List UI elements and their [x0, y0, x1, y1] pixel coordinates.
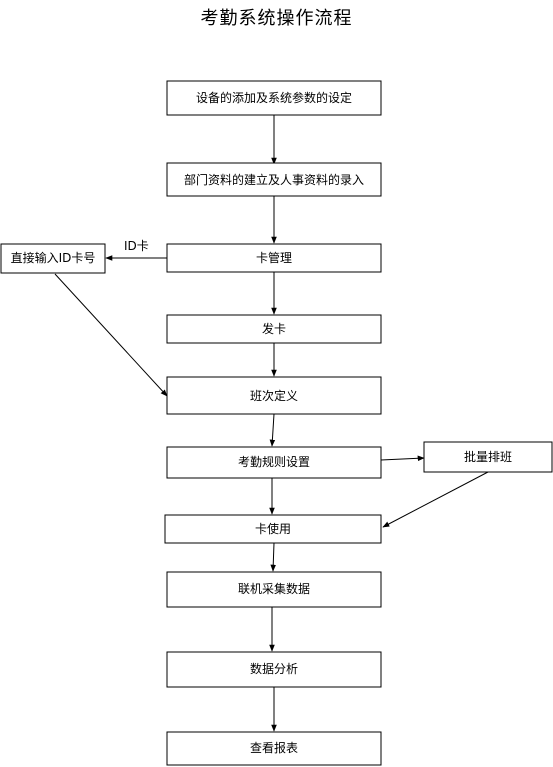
node-card-usage: 卡使用: [164, 514, 382, 544]
edge-label-id-card: ID卡: [124, 239, 149, 253]
edge-card-usage-to-collect: [270, 542, 277, 572]
edge-batch-to-card-usage: [382, 471, 489, 528]
diagram-title: 考勤系统操作流程: [200, 8, 353, 29]
edges: [54, 115, 489, 732]
node-department-setup-label: 部门资料的建立及人事资料的录入: [184, 172, 364, 187]
node-view-reports: 查看报表: [166, 731, 382, 766]
node-issue-card-label: 发卡: [262, 321, 286, 336]
node-device-setup-label: 设备的添加及系统参数的设定: [196, 90, 352, 105]
node-data-analysis-label: 数据分析: [250, 661, 298, 676]
node-card-usage-label: 卡使用: [255, 521, 291, 536]
node-attendance-rules: 考勤规则设置: [166, 446, 382, 479]
node-department-setup: 部门资料的建立及人事资料的录入: [166, 162, 382, 197]
node-view-reports-label: 查看报表: [250, 740, 298, 755]
node-shift-definition-label: 班次定义: [250, 388, 298, 403]
edge-shift-to-rules: [269, 413, 276, 447]
node-data-analysis: 数据分析: [166, 651, 382, 688]
node-shift-definition: 班次定义: [166, 376, 382, 415]
node-card-management: 卡管理: [166, 243, 382, 273]
node-card-management-label: 卡管理: [256, 250, 292, 265]
node-online-collect: 联机采集数据: [166, 571, 382, 608]
node-direct-input-label: 直接输入ID卡号: [11, 250, 96, 265]
node-issue-card: 发卡: [166, 314, 382, 344]
node-device-setup: 设备的添加及系统参数的设定: [166, 80, 382, 116]
edge-direct-input-to-shift: [54, 273, 168, 397]
edge-rules-to-batch: [380, 455, 425, 462]
node-online-collect-label: 联机采集数据: [238, 581, 310, 596]
node-batch-schedule-label: 批量排班: [464, 449, 512, 464]
node-attendance-rules-label: 考勤规则设置: [238, 454, 310, 469]
node-batch-schedule: 批量排班: [423, 441, 553, 473]
node-direct-input: 直接输入ID卡号: [0, 243, 106, 274]
